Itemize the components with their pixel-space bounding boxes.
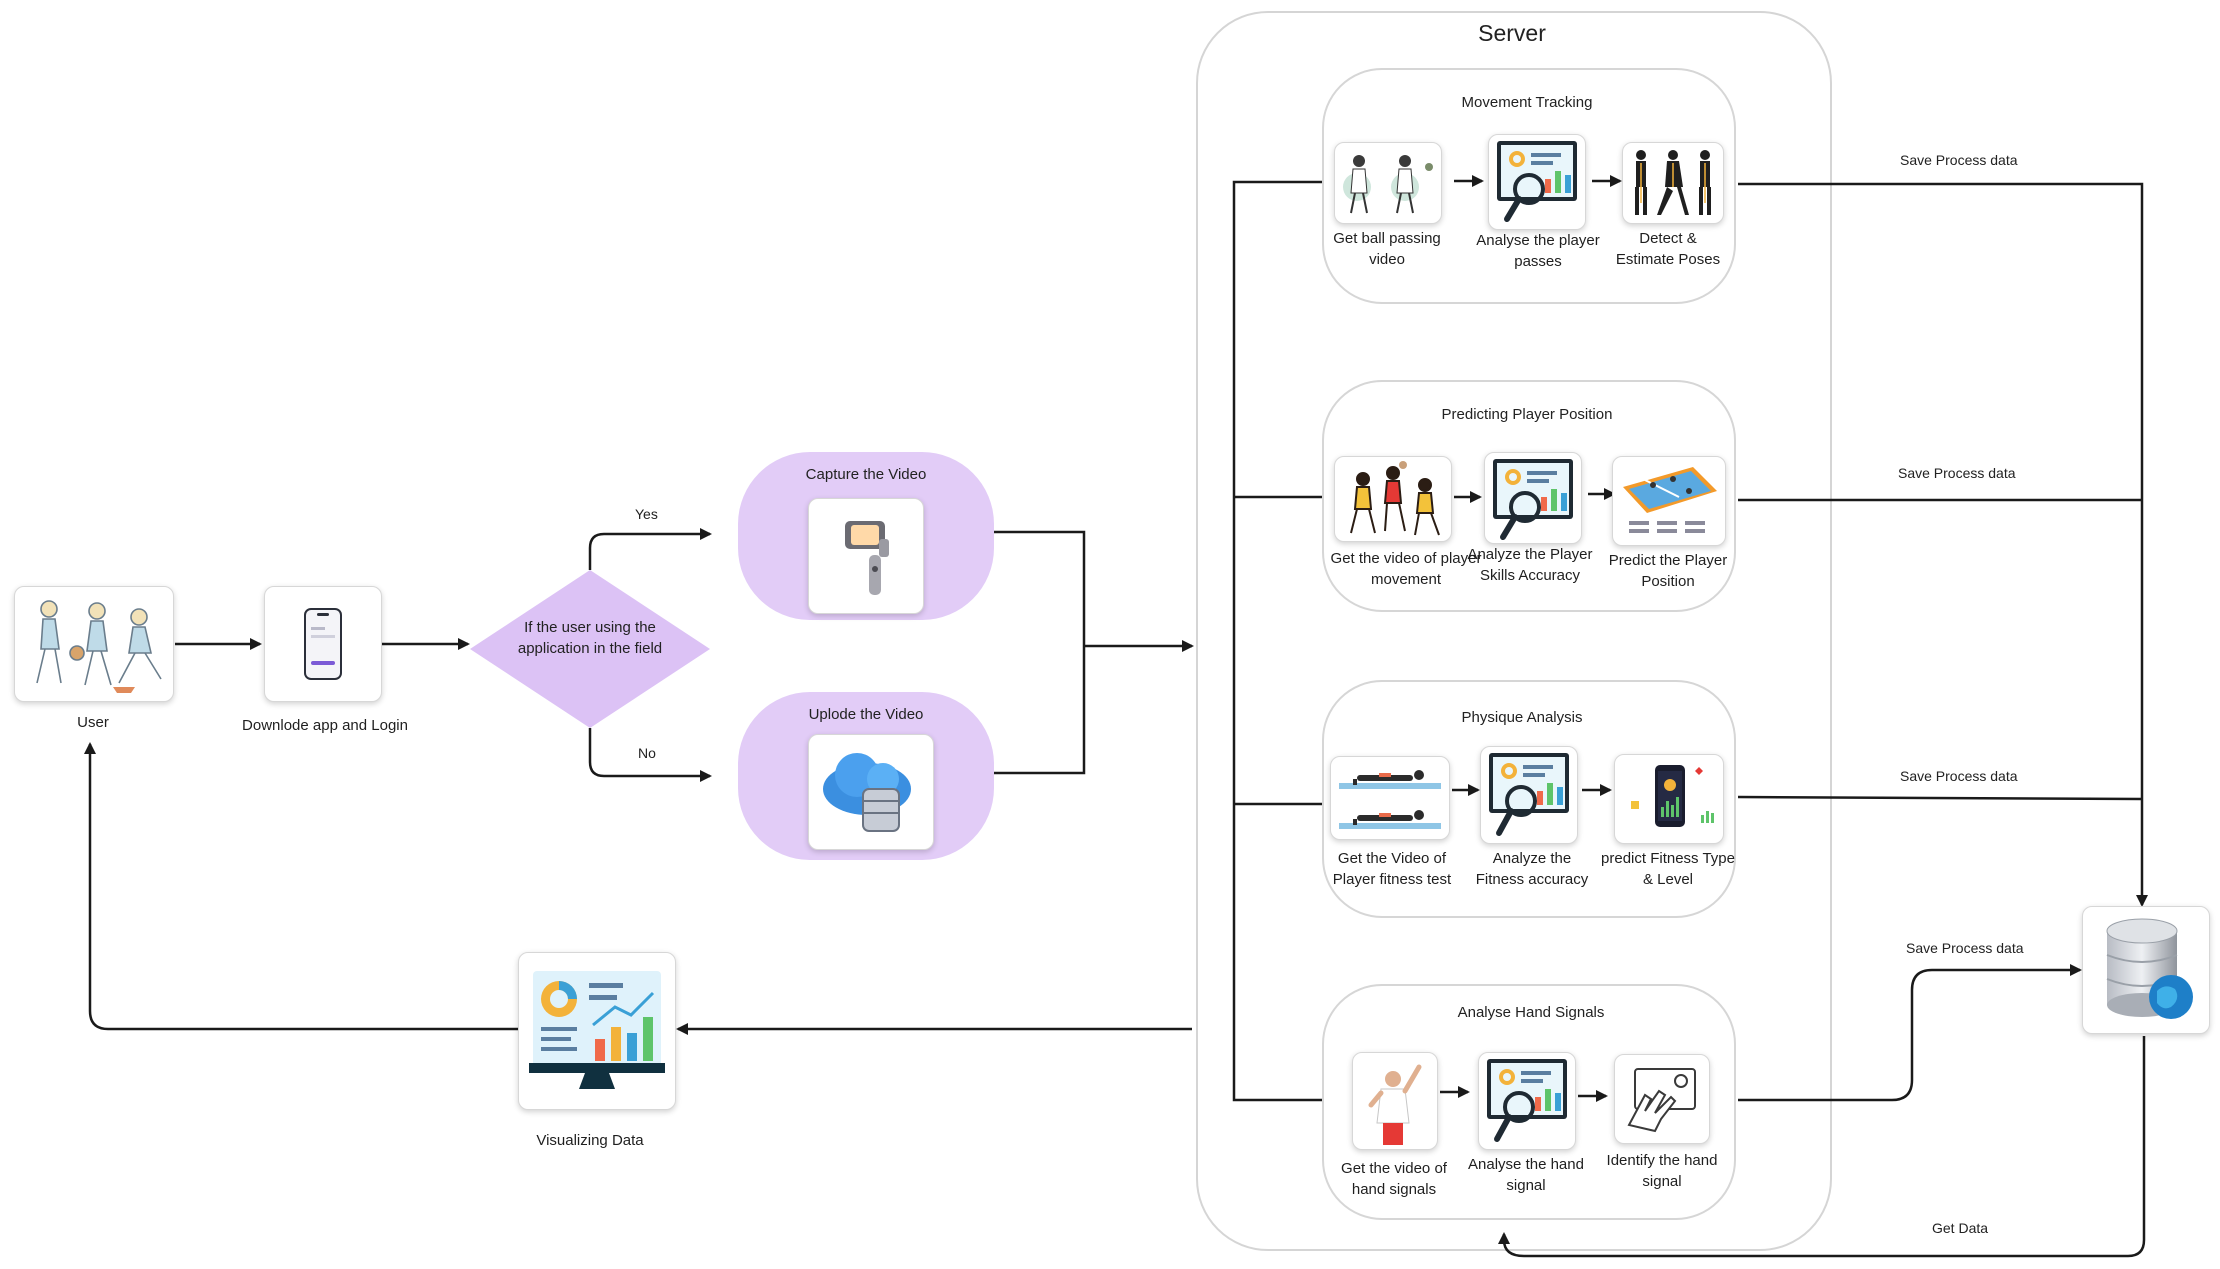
- server-title: Server: [1478, 20, 1546, 46]
- user-card: [14, 586, 174, 702]
- visualizing-data-card: [518, 952, 676, 1110]
- signals-step1-label: Get the video of hand signals: [1341, 1160, 1447, 1198]
- physique-step1-card: [1330, 756, 1450, 840]
- capture-video-card: [808, 498, 924, 614]
- physique-step3-card: [1614, 754, 1724, 844]
- fitness-test-icon: [1339, 770, 1441, 829]
- analytics-monitor-icon: [1497, 141, 1577, 222]
- referee-icon: [1368, 1064, 1422, 1145]
- analytics-monitor-icon: [1487, 1059, 1567, 1142]
- fitness-app-icon: [1631, 765, 1714, 827]
- edge-label-get-data: Get Data: [1932, 1220, 1989, 1236]
- position-step2-label: Analyze the Player Skills Accuracy: [1467, 546, 1593, 584]
- gimbal-icon: [845, 521, 889, 595]
- phone-icon: [304, 608, 342, 680]
- position-step1-card: [1334, 456, 1452, 542]
- capture-video-title: Capture the Video: [805, 466, 927, 483]
- edge-label-no: No: [638, 745, 656, 761]
- signals-step2-card: [1478, 1052, 1576, 1150]
- players-movement-icon: [1350, 461, 1440, 536]
- physique-step2-card: [1480, 746, 1578, 844]
- signals-step1-card: [1352, 1052, 1438, 1150]
- database-globe-icon: [2106, 918, 2193, 1019]
- edge-label-save-2: Save Process data: [1898, 465, 2016, 481]
- analytics-monitor-icon: [1489, 753, 1569, 836]
- signals-step3-card: [1614, 1054, 1710, 1144]
- players-passing-icon: [1343, 155, 1433, 214]
- panel-title-physique: Physique Analysis: [1461, 709, 1583, 726]
- position-step2-card: [1484, 452, 1582, 544]
- players-illustration-icon: [36, 600, 162, 693]
- user-label: User: [77, 714, 109, 731]
- panel-title-position: Predicting Player Position: [1441, 406, 1613, 423]
- edge-label-save-1: Save Process data: [1900, 152, 2018, 168]
- dashboard-icon: [529, 971, 665, 1089]
- visualizing-data-label: Visualizing Data: [536, 1132, 644, 1149]
- movement-step3-card: [1622, 142, 1724, 224]
- download-label: Downlode app and Login: [242, 717, 408, 734]
- upload-video-title: Uplode the Video: [808, 706, 924, 723]
- panel-title-movement: Movement Tracking: [1461, 94, 1593, 111]
- movement-step3-label: Detect & Estimate Poses: [1615, 230, 1721, 268]
- physique-step2-label: Analyze the Fitness accuracy: [1475, 850, 1589, 888]
- position-step1-label: Get the video of player movement: [1330, 550, 1482, 588]
- decision-diamond: [470, 570, 710, 728]
- physique-step3-label: predict Fitness Type & Level: [1601, 850, 1735, 888]
- movement-step1-card: [1334, 142, 1442, 224]
- position-step3-label: Predict the Player Position: [1608, 552, 1728, 590]
- decision-label: If the user using the application in the…: [517, 619, 663, 657]
- position-step3-card: [1612, 456, 1726, 546]
- upload-video-card: [808, 734, 934, 850]
- movement-step2-card: [1488, 134, 1586, 230]
- signals-step3-label: Identify the hand signal: [1606, 1152, 1718, 1190]
- court-icon: [1623, 467, 1717, 533]
- pose-figures-icon: [1635, 150, 1711, 215]
- edge-label-save-3: Save Process data: [1900, 768, 2018, 784]
- physique-step1-label: Get the Video of Player fitness test: [1332, 850, 1452, 888]
- movement-step2-label: Analyse the player passes: [1476, 232, 1600, 270]
- signals-step2-label: Analyse the hand signal: [1468, 1156, 1584, 1194]
- edge-label-save-4: Save Process data: [1906, 940, 2024, 956]
- panel-title-signals: Analyse Hand Signals: [1457, 1004, 1605, 1021]
- database-card: [2082, 906, 2210, 1034]
- cloud-database-icon: [823, 753, 911, 832]
- download-card: [264, 586, 382, 702]
- edge-label-yes: Yes: [635, 506, 658, 522]
- hand-signal-icon: [1627, 1068, 1696, 1133]
- analytics-monitor-icon: [1493, 459, 1573, 540]
- movement-step1-label: Get ball passing video: [1333, 230, 1441, 268]
